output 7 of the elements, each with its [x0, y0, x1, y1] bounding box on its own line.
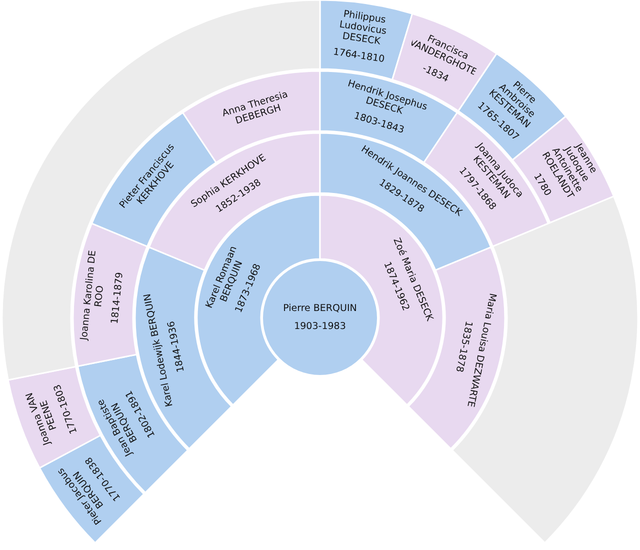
person-circle	[263, 261, 377, 375]
life-dates: 1903-1983	[294, 322, 346, 332]
life-dates: 1764-1810	[332, 48, 386, 66]
person-name: Philippus Ludovicus DESECK	[338, 7, 388, 48]
person-name: Joanna Karolina DE ROO	[79, 248, 108, 343]
life-dates: 1814-1879	[110, 272, 126, 324]
person-name: Pierre BERQUIN	[283, 304, 357, 314]
